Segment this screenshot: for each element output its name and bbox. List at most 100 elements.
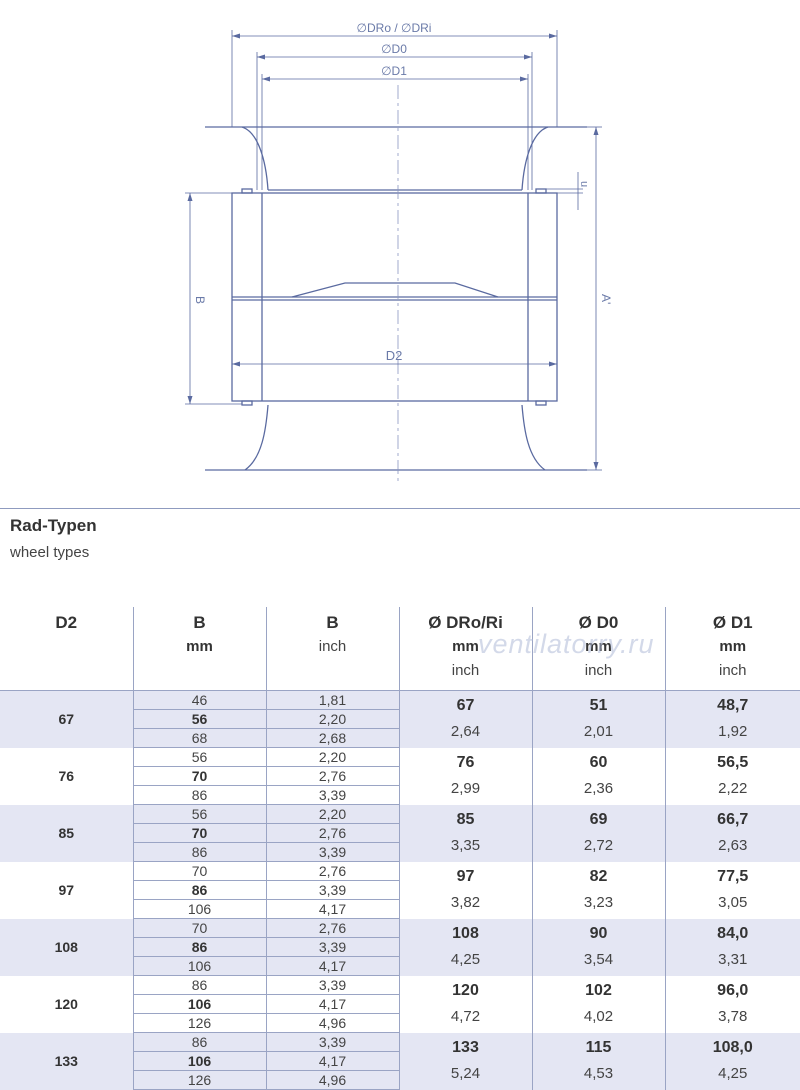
hub-profile — [292, 283, 498, 297]
d0-inch-value: 3,23 — [533, 890, 665, 916]
d1-inch-value: 4,25 — [666, 1061, 800, 1087]
cell-b-inch: 3,39 — [266, 881, 399, 900]
cell-b-inch: 2,68 — [266, 729, 399, 748]
cell-d2: 67 — [0, 691, 133, 748]
dro-inch-value: 5,24 — [400, 1061, 532, 1087]
cell-d2: 108 — [0, 919, 133, 976]
d0-inch-value: 4,02 — [533, 1004, 665, 1030]
tab — [242, 401, 252, 405]
label-d0: ∅D0 — [381, 42, 407, 56]
cell-b-inch: 1,81 — [266, 691, 399, 710]
dro-mm-value: 133 — [400, 1035, 532, 1061]
cell-b-inch: 4,17 — [266, 900, 399, 919]
label-u: u — [578, 181, 590, 187]
d0-mm-value: 102 — [533, 978, 665, 1004]
dro-mm-value: 85 — [400, 807, 532, 833]
label-b: B — [193, 296, 207, 304]
cell-b-mm: 106 — [133, 995, 266, 1014]
cell-b-mm: 56 — [133, 805, 266, 824]
tab — [242, 189, 252, 193]
table-subtitle: wheel types — [10, 544, 89, 561]
cell-b-inch: 3,39 — [266, 938, 399, 957]
cell-b-mm: 106 — [133, 900, 266, 919]
dro-mm-value: 67 — [400, 693, 532, 719]
cell-b-mm: 56 — [133, 710, 266, 729]
cell-d2: 76 — [0, 748, 133, 805]
dro-mm-value: 76 — [400, 750, 532, 776]
cell-b-mm: 86 — [133, 1033, 266, 1052]
cell-b-mm: 86 — [133, 938, 266, 957]
cell-b-inch: 4,17 — [266, 1052, 399, 1071]
d0-mm-value: 69 — [533, 807, 665, 833]
dro-mm-value: 97 — [400, 864, 532, 890]
cell-b-inch: 2,20 — [266, 748, 399, 767]
d0-inch-value: 2,36 — [533, 776, 665, 802]
cell-b-mm: 86 — [133, 976, 266, 995]
bottom-left-curve — [245, 405, 268, 470]
d1-mm-value: 84,0 — [666, 921, 800, 947]
d1-inch-value: 3,31 — [666, 947, 800, 973]
label-d1: ∅D1 — [381, 64, 407, 78]
d0-mm-value: 90 — [533, 921, 665, 947]
cell-b-inch: 4,96 — [266, 1071, 399, 1090]
cell-b-inch: 2,76 — [266, 767, 399, 786]
dro-inch-value: 3,35 — [400, 833, 532, 859]
d1-inch-value: 3,78 — [666, 1004, 800, 1030]
cell-b-mm: 70 — [133, 767, 266, 786]
cell-b-mm: 86 — [133, 881, 266, 900]
cell-b-mm: 70 — [133, 824, 266, 843]
dro-inch-value: 4,25 — [400, 947, 532, 973]
d1-inch-value: 2,63 — [666, 833, 800, 859]
cell-b-inch: 3,39 — [266, 786, 399, 805]
dro-mm-value: 108 — [400, 921, 532, 947]
cell-b-inch: 3,39 — [266, 1033, 399, 1052]
d1-mm-value: 48,7 — [666, 693, 800, 719]
d0-inch-value: 4,53 — [533, 1061, 665, 1087]
cell-b-mm: 106 — [133, 957, 266, 976]
label-a: A' — [599, 294, 613, 304]
header-d2: D2 — [0, 607, 133, 691]
cell-b-mm: 70 — [133, 862, 266, 881]
top-right-curve — [522, 127, 548, 190]
cell-b-inch: 2,20 — [266, 805, 399, 824]
cell-b-mm: 56 — [133, 748, 266, 767]
dro-inch-value: 2,99 — [400, 776, 532, 802]
cell-d2: 85 — [0, 805, 133, 862]
top-left-curve — [242, 127, 268, 190]
cell-d2: 120 — [0, 976, 133, 1033]
cell-b-mm: 126 — [133, 1071, 266, 1090]
wheel-drawing: ∅DRo / ∅DRi ∅D0 ∅D1 u B A' D2 — [0, 0, 800, 500]
cell-b-inch: 4,17 — [266, 995, 399, 1014]
cell-b-inch: 4,17 — [266, 957, 399, 976]
d0-mm-value: 51 — [533, 693, 665, 719]
d0-mm-value: 60 — [533, 750, 665, 776]
cell-b-inch: 2,76 — [266, 824, 399, 843]
d1-inch-value: 1,92 — [666, 719, 800, 745]
d1-inch-value: 3,05 — [666, 890, 800, 916]
cell-d2: 97 — [0, 862, 133, 919]
d1-mm-value: 66,7 — [666, 807, 800, 833]
cell-b-inch: 2,76 — [266, 919, 399, 938]
